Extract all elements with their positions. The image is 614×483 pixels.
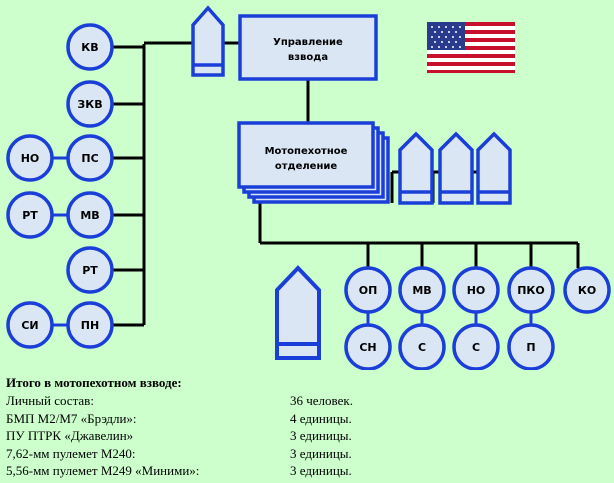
role-label: НО	[21, 152, 40, 165]
role-label: КО	[578, 284, 596, 297]
role-circle-ko: КО	[563, 266, 611, 314]
role-circle-no: НО	[6, 134, 54, 182]
vehicle-icon-squad-3	[476, 131, 512, 205]
left-column-main: КВ ЗКВ ПС МВ РТ ПН	[66, 23, 114, 349]
hq-label-line2: взвода	[288, 52, 328, 63]
role-circle-rt-side: РТ	[6, 191, 54, 239]
role-circle-mv-team: МВ	[398, 266, 446, 314]
summary-row-m249: 5,56-мм пулемет М249 «Миними»: 3 единицы…	[6, 462, 606, 480]
summary-row-m240: 7,62-мм пулемет М240: 3 единицы.	[6, 445, 606, 463]
role-circle-pko: ПКО	[507, 266, 555, 314]
role-label: ПС	[81, 152, 98, 165]
vehicle-icon-squad-1	[398, 131, 434, 205]
role-circle-mv: МВ	[66, 191, 114, 239]
role-label: МВ	[412, 284, 431, 297]
role-circle-sn: СН	[344, 323, 392, 370]
role-label: С	[418, 341, 426, 354]
team-bottom-row: СН С С П	[344, 323, 555, 370]
summary-label: 5,56-мм пулемет М249 «Миними»:	[6, 463, 200, 478]
summary-value: 3 единицы.	[290, 463, 352, 478]
vehicle-icon-team	[275, 265, 321, 360]
summary-title: Итого в мотопехотном взводе:	[6, 375, 182, 390]
vehicle-icon-squad-2	[438, 131, 474, 205]
org-chart-diagram: Управление взвода Мотопехотное отделение	[6, 5, 611, 370]
role-label: НО	[467, 284, 486, 297]
role-circle-p: П	[507, 323, 555, 370]
role-label: СИ	[21, 319, 38, 332]
role-circle-kv: КВ	[66, 23, 114, 71]
role-label: РТ	[22, 209, 38, 222]
role-circle-si: СИ	[6, 301, 54, 349]
role-circle-no-team: НО	[452, 266, 500, 314]
role-circle-pn: ПН	[66, 301, 114, 349]
role-label: ПН	[81, 319, 99, 332]
role-label: МВ	[80, 209, 99, 222]
us-flag-icon	[427, 22, 515, 73]
summary-label: Личный состав:	[6, 393, 94, 408]
squad-label-line2: отделение	[275, 161, 338, 172]
role-label: ОП	[359, 284, 378, 297]
role-circle-op: ОП	[344, 266, 392, 314]
role-circle-rt: РТ	[66, 246, 114, 294]
team-top-row: ОП МВ НО ПКО КО	[344, 266, 611, 314]
role-label: РТ	[82, 264, 98, 277]
role-circle-ps: ПС	[66, 134, 114, 182]
role-circle-s2: С	[452, 323, 500, 370]
squad-box-stack: Мотопехотное отделение	[237, 121, 390, 204]
summary-value: 4 единицы.	[290, 410, 352, 426]
role-label: СН	[359, 341, 376, 354]
squad-label-line1: Мотопехотное	[265, 146, 348, 157]
summary-label: 7,62-мм пулемет М240:	[6, 445, 136, 461]
role-label: С	[472, 341, 480, 354]
platoon-hq-box: Управление взвода	[238, 14, 378, 81]
platoon-summary: Итого в мотопехотном взводе: Личный сост…	[6, 374, 606, 480]
summary-row-personnel: Личный состав: 36 человек.	[6, 392, 606, 410]
summary-row-bmp: БМП М2/М7 «Брэдли»: 4 единицы.	[6, 410, 606, 428]
role-label: ПКО	[517, 284, 545, 297]
role-label: КВ	[81, 41, 98, 54]
role-circle-zkv: ЗКВ	[66, 80, 114, 128]
left-column-side: НО РТ СИ	[6, 134, 54, 349]
vehicle-icon-hq	[191, 5, 225, 77]
summary-value: 3 единицы.	[290, 428, 352, 443]
hq-label-line1: Управление	[273, 37, 343, 48]
summary-value: 36 человек.	[290, 393, 353, 408]
role-label: П	[526, 341, 535, 354]
summary-label: БМП М2/М7 «Брэдли»:	[6, 410, 137, 426]
summary-row-javelin: ПУ ПТРК «Джавелин» 3 единицы.	[6, 427, 606, 445]
role-circle-s1: С	[398, 323, 446, 370]
role-label: ЗКВ	[77, 98, 102, 111]
summary-label: ПУ ПТРК «Джавелин»	[6, 428, 134, 443]
summary-value: 3 единицы.	[290, 445, 352, 461]
